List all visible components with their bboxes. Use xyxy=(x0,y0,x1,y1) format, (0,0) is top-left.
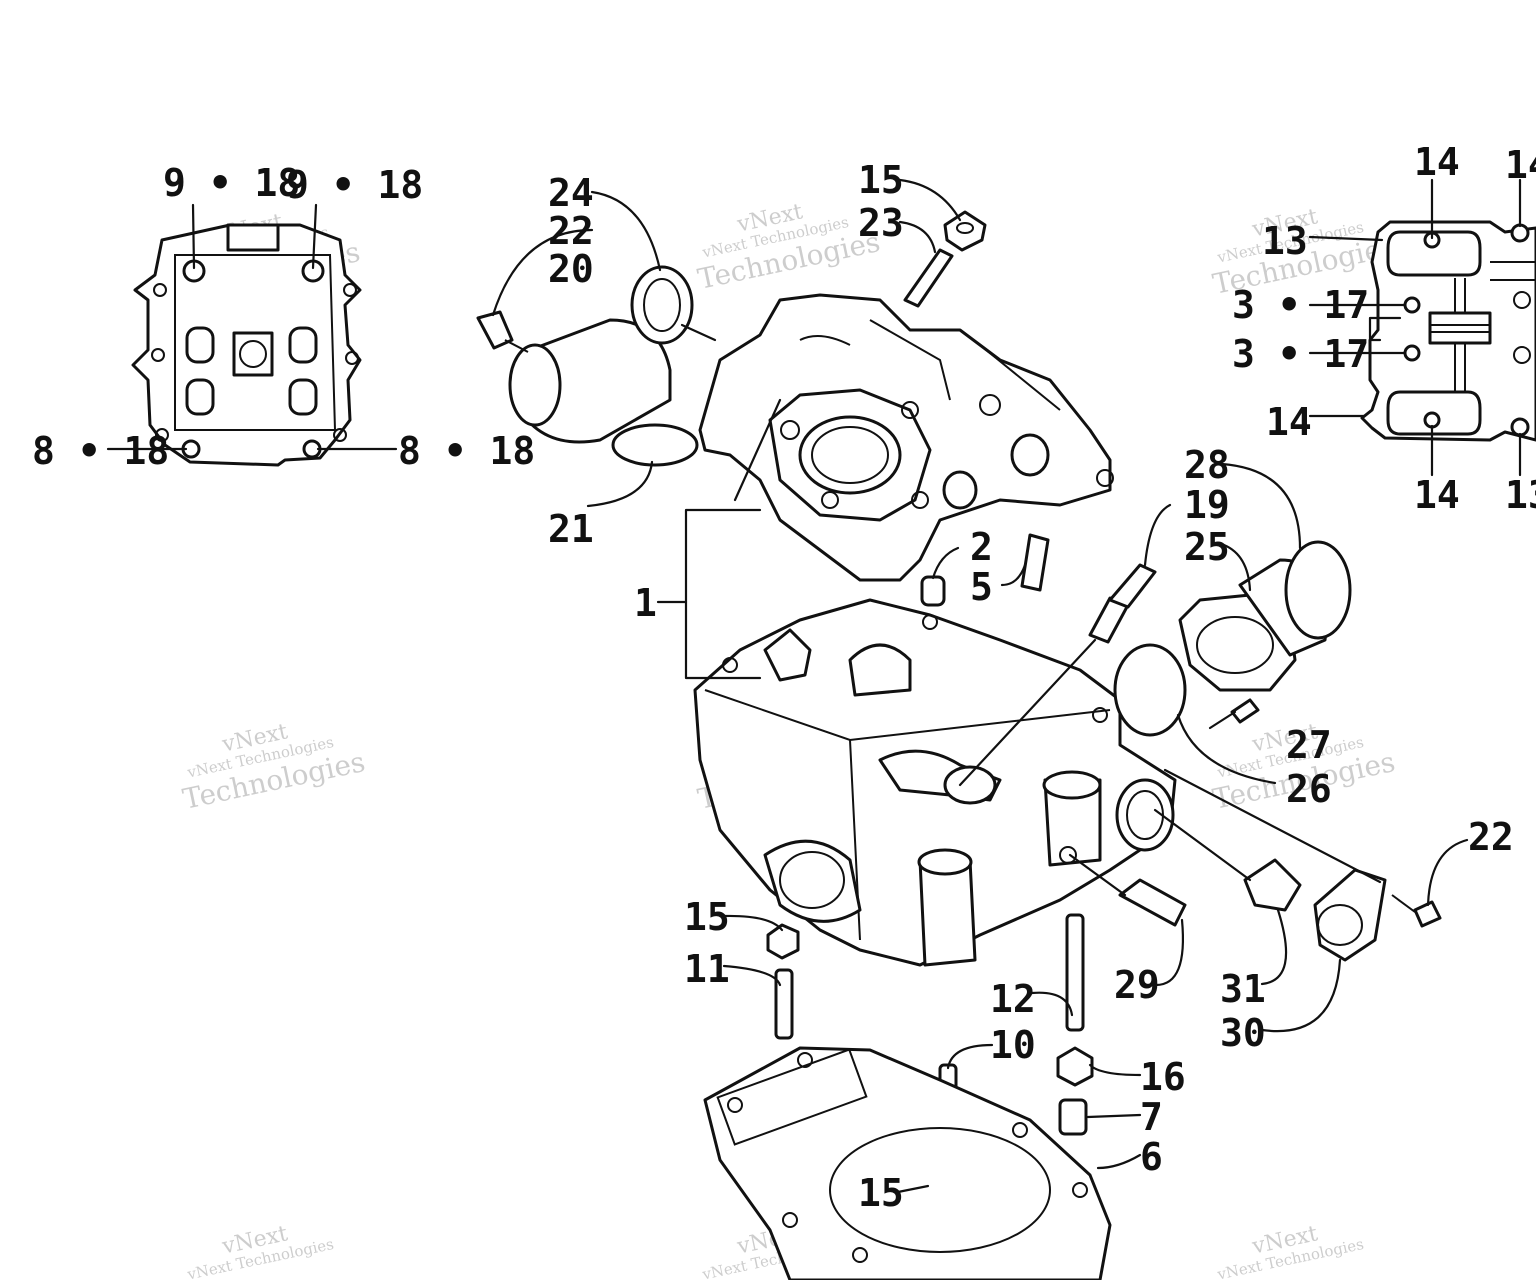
callout-20: 20 xyxy=(548,247,594,291)
callout-22-top: 22 xyxy=(548,209,594,253)
callout-19: 19 xyxy=(1184,483,1230,527)
inset-bolt-hole xyxy=(1510,223,1530,243)
callout-24: 24 xyxy=(548,171,594,215)
valve-cover xyxy=(698,293,1114,582)
callout-2: 2 xyxy=(970,525,993,569)
top-stud-and-nut xyxy=(903,210,987,308)
intake-o-ring xyxy=(611,423,699,467)
inset-bolt-hole xyxy=(1403,344,1421,362)
sensor-plug xyxy=(1243,858,1302,912)
throttle-body xyxy=(1113,540,1352,737)
inset-cover-underside xyxy=(1308,178,1536,477)
watermark-top-center: vNext vNext Technologies Technologies xyxy=(695,199,883,296)
callout-21: 21 xyxy=(548,507,594,551)
callout-14-top-a: 14 xyxy=(1414,140,1460,184)
callout-22-right: 22 xyxy=(1468,815,1514,859)
throttle-clamp-ring xyxy=(1284,540,1352,640)
callout-29: 29 xyxy=(1114,963,1160,1007)
callout-15-top: 15 xyxy=(858,158,904,202)
callout-23: 23 xyxy=(858,201,904,245)
watermark-mid-left: vNext vNext Technologies Technologies xyxy=(180,719,368,816)
inset-bolt-hole xyxy=(1403,296,1421,314)
throttle-o-ring xyxy=(1113,643,1187,737)
inset-valve-cap xyxy=(185,326,215,364)
callout-3-17-upper: 3 • 17 xyxy=(1232,283,1369,327)
callout-14-top-b: 14 xyxy=(1505,143,1536,187)
cylinder-head xyxy=(693,598,1177,967)
coolant-port xyxy=(1115,778,1175,852)
callout-14-left: 14 xyxy=(1266,400,1312,444)
inset-valve-cap xyxy=(288,326,318,364)
callout-15-left: 15 xyxy=(684,895,730,939)
callout-13-bottom: 13 xyxy=(1505,473,1536,517)
callout-16: 16 xyxy=(1140,1055,1186,1099)
callout-9-18-left: 9 • 18 xyxy=(163,161,300,205)
dowel-7 xyxy=(1058,1098,1088,1136)
intake-clamp-ring xyxy=(630,265,694,345)
callout-13-top: 13 xyxy=(1262,219,1308,263)
inset-head-top-view xyxy=(106,203,398,467)
callout-7: 7 xyxy=(1140,1095,1163,1139)
callout-5: 5 xyxy=(970,565,993,609)
inset-tensioner-block xyxy=(226,223,280,252)
inset-center-bridge xyxy=(1428,311,1492,345)
nut-15-left xyxy=(766,923,800,960)
water-outlet-housing xyxy=(1313,868,1387,962)
callout-26: 26 xyxy=(1286,767,1332,811)
head-gasket xyxy=(703,1046,1112,1280)
callout-11: 11 xyxy=(684,947,730,991)
callout-30: 30 xyxy=(1220,1011,1266,1055)
cam-journal-center xyxy=(848,643,912,697)
callout-14-bottom: 14 xyxy=(1414,473,1460,517)
callout-27: 27 xyxy=(1286,723,1332,767)
spark-plug xyxy=(958,563,1157,787)
callout-31: 31 xyxy=(1220,967,1266,1011)
dowel-pin xyxy=(920,575,946,607)
callout-9-18-right: 9 • 18 xyxy=(286,163,423,207)
valve-guide xyxy=(1020,533,1050,592)
intake-bolt xyxy=(476,310,514,350)
stud-12 xyxy=(1065,913,1085,1032)
callout-8-18-left: 8 • 18 xyxy=(32,429,169,473)
inset-valve-cap xyxy=(288,378,318,416)
temp-sensor xyxy=(1118,878,1187,927)
callout-6: 6 xyxy=(1140,1135,1163,1179)
callout-3-17-lower: 3 • 17 xyxy=(1232,332,1369,376)
throttle-screw xyxy=(1230,698,1260,724)
watermark-bottom-right: vNext vNext Technologies xyxy=(1215,1221,1365,1280)
callout-1: 1 xyxy=(634,581,657,625)
cam-journal-left xyxy=(763,628,812,682)
callout-12: 12 xyxy=(990,977,1036,1021)
nut-16 xyxy=(1056,1046,1094,1087)
callout-28: 28 xyxy=(1184,443,1230,487)
intake-port xyxy=(798,415,902,495)
inset-valve-cap xyxy=(185,378,215,416)
inset-bolt-hole xyxy=(1510,417,1530,437)
watermark-bottom-left: vNext vNext Technologies xyxy=(185,1221,335,1280)
intake-boot xyxy=(476,265,782,502)
stud-11 xyxy=(774,968,794,1040)
callout-25: 25 xyxy=(1184,525,1230,569)
callout-10: 10 xyxy=(990,1023,1036,1067)
callout-8-18-right: 8 • 18 xyxy=(398,429,535,473)
outlet-bolt xyxy=(1413,900,1442,928)
inset-oval-port-top xyxy=(1386,230,1482,277)
head-stud-boss xyxy=(918,858,977,967)
callout-15-bottom: 15 xyxy=(858,1171,904,1215)
